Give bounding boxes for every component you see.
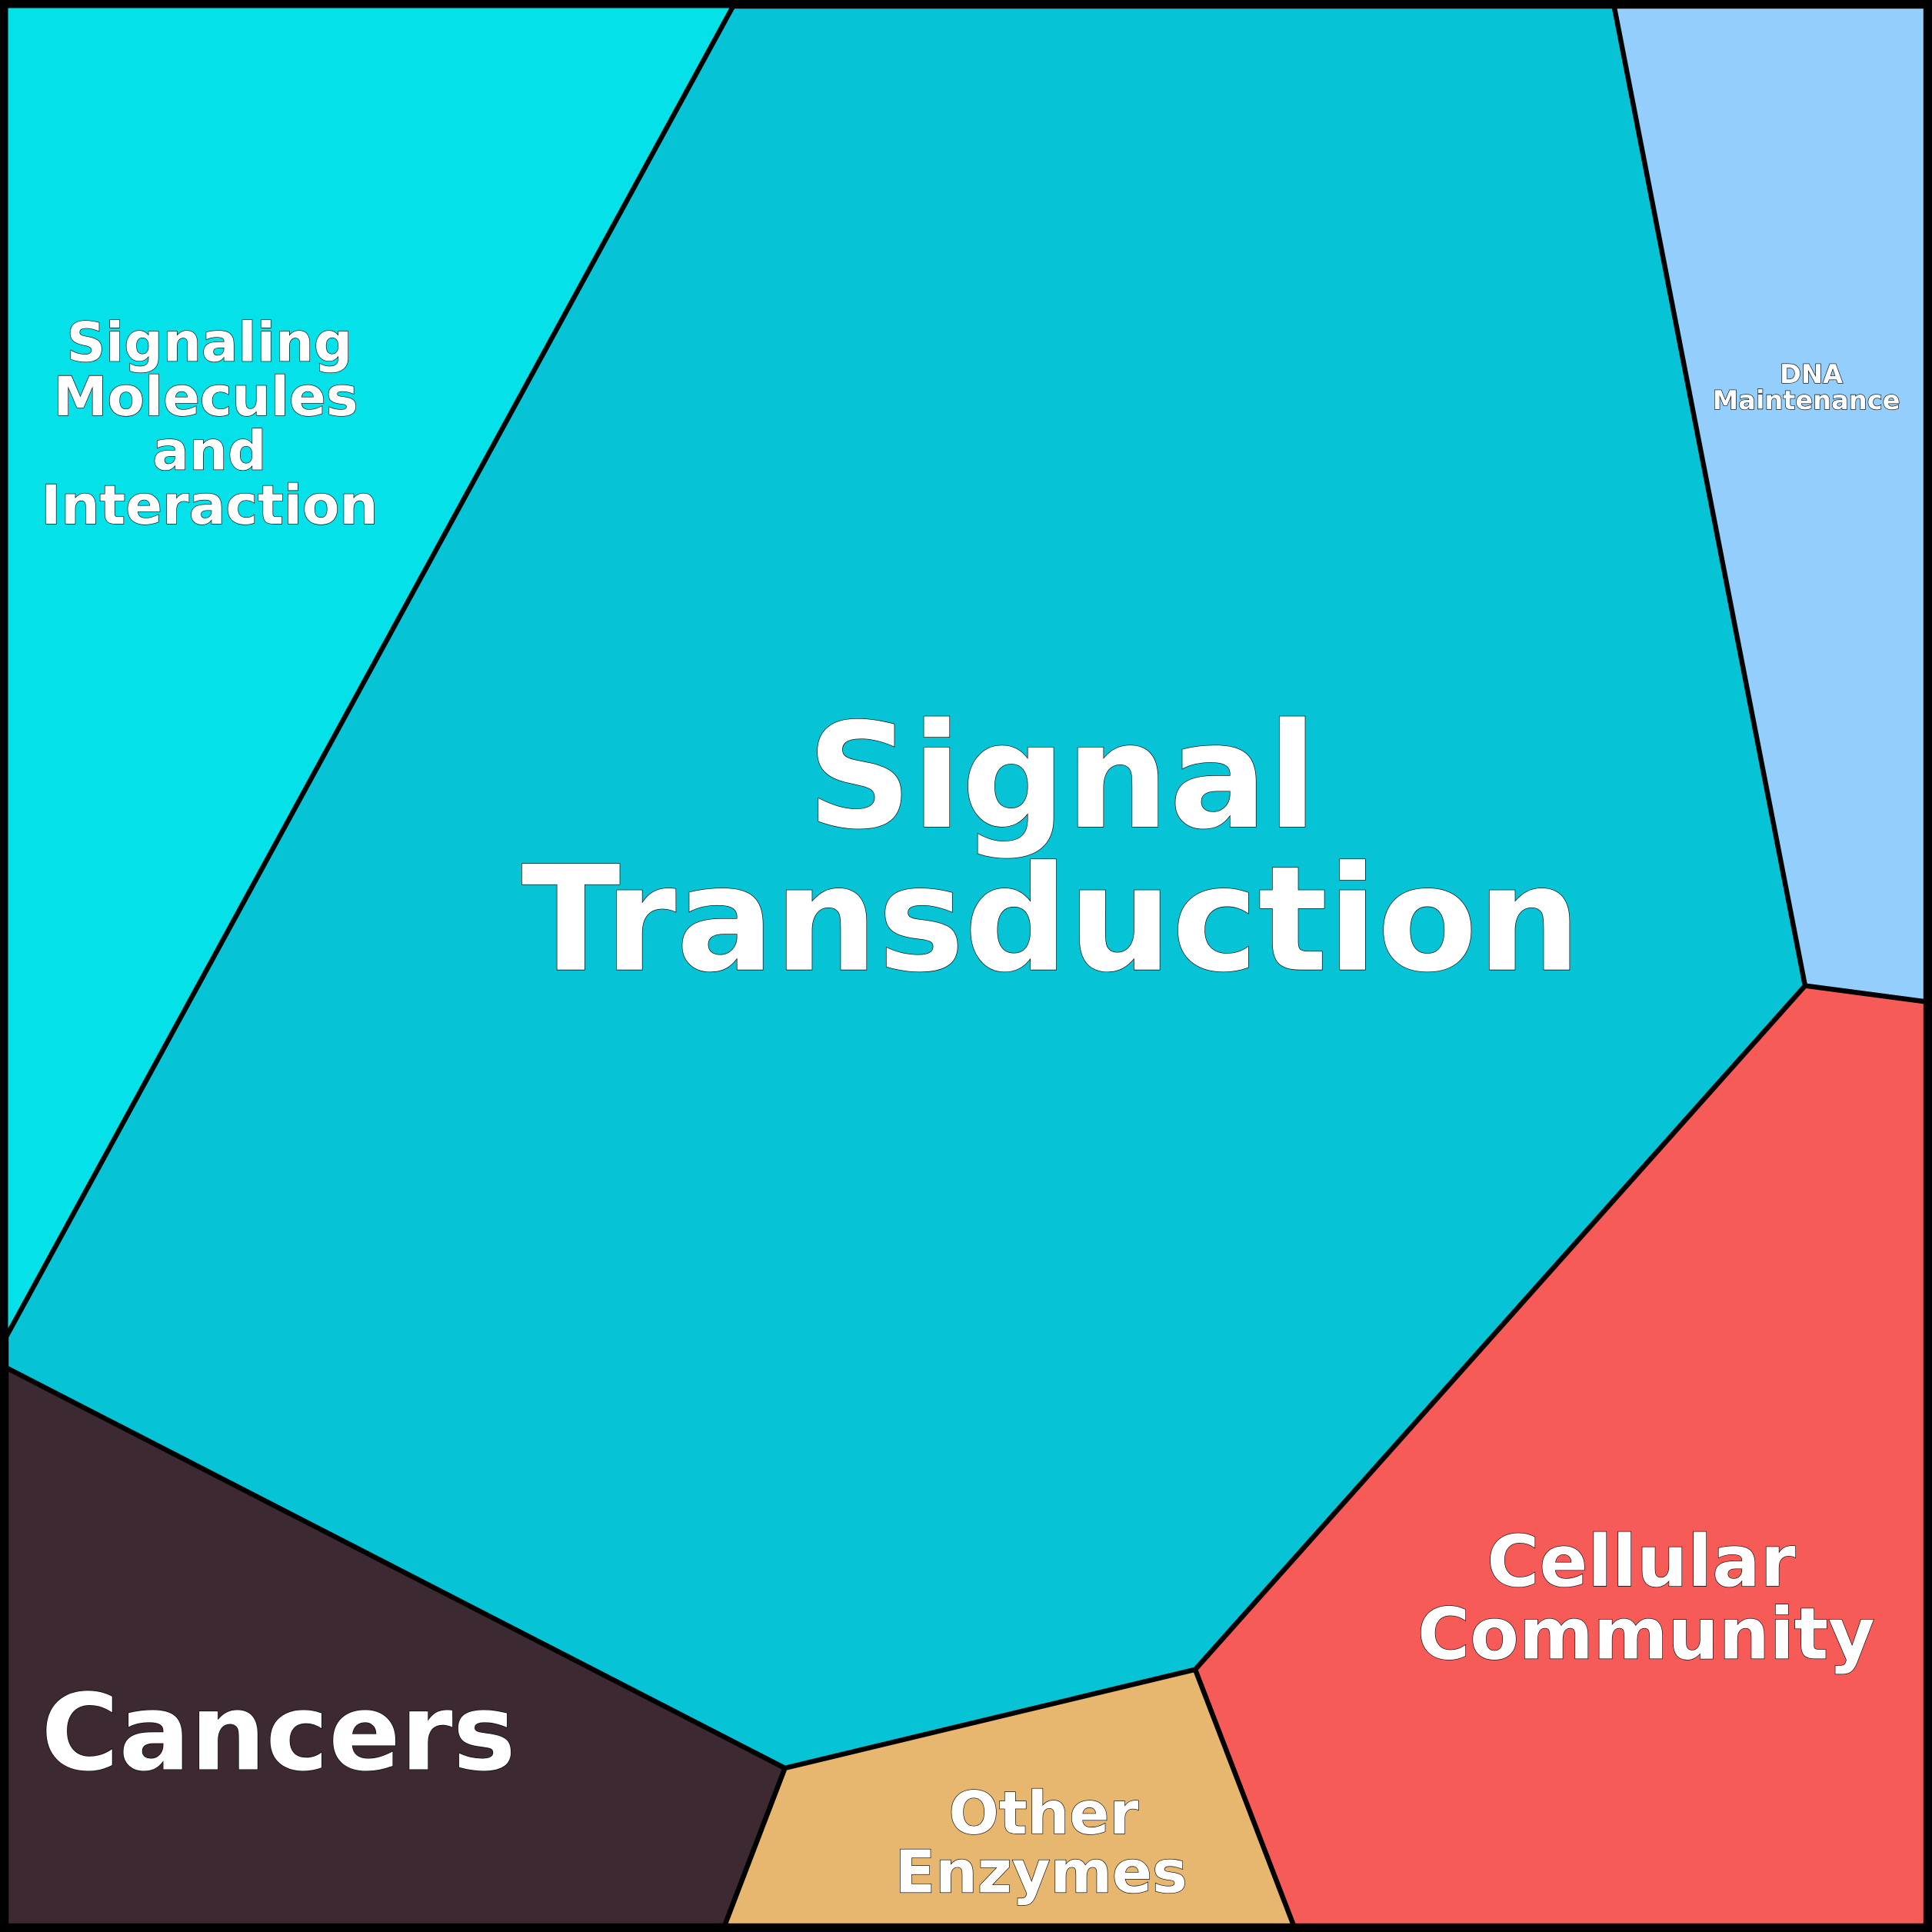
label-line: Signal [807, 692, 1317, 861]
label-line: Molecules [53, 365, 358, 428]
label-line: Enzymes [895, 1839, 1188, 1907]
label-line: Cellular [1487, 1520, 1796, 1603]
label-line: Signaling [66, 311, 352, 374]
label-line: Interaction [41, 474, 378, 537]
label-line: and [152, 419, 266, 482]
label-line: Transduction [521, 835, 1581, 1004]
label-line: Community [1417, 1592, 1875, 1675]
label-line: Other [948, 1780, 1138, 1848]
label-line: Maintenance [1713, 385, 1900, 415]
label-cancers: Cancers [41, 1671, 516, 1795]
label-signaling-molecules: Signaling Molecules and Interaction [41, 311, 379, 538]
label-line: Cancers [41, 1672, 515, 1795]
label-cellular-community: Cellular Community [1417, 1519, 1875, 1676]
label-signal-transduction: Signal Transduction [521, 691, 1581, 1004]
label-dna-maintenance: DNA Maintenance [1712, 359, 1900, 416]
label-other-enzymes: Other Enzymes [894, 1779, 1188, 1907]
label-line: DNA [1780, 359, 1843, 389]
